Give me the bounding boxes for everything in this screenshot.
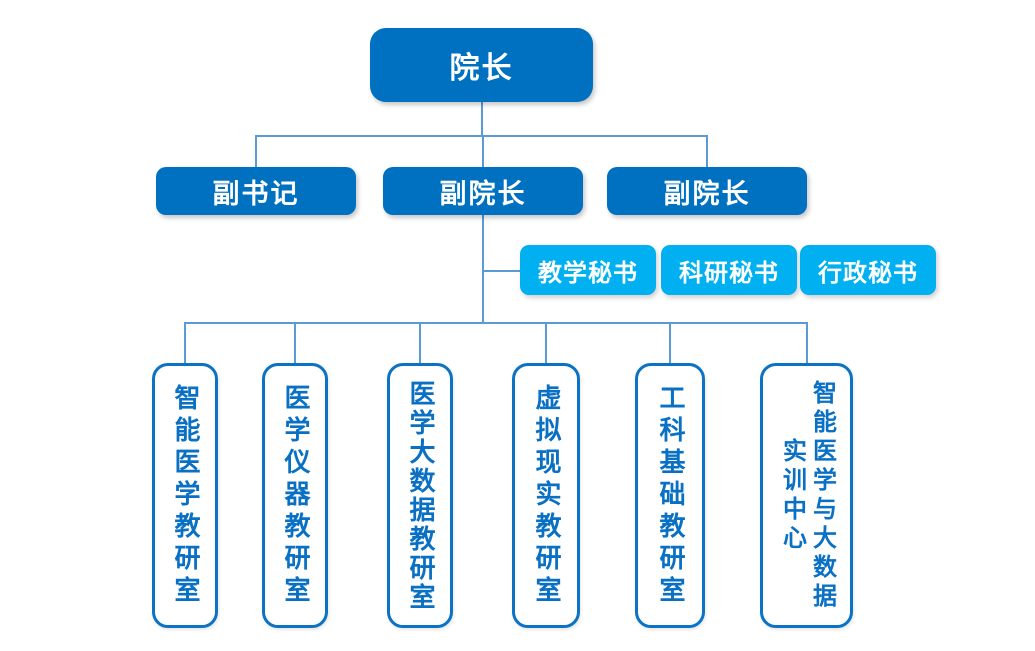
connector-drop-dept-3 <box>419 322 421 363</box>
node-dept-medical-big-data: 医学大数据教研室 <box>387 363 453 628</box>
connector-secretaries-branch <box>483 270 520 272</box>
connector-drop-dept-1 <box>184 322 186 363</box>
connector-level2-horizontal <box>184 322 808 324</box>
node-teaching-secretary-label: 教学秘书 <box>538 259 638 287</box>
node-vice-dean-2-label: 副院长 <box>663 178 751 209</box>
node-dept-medical-instruments: 医学仪器教研室 <box>262 363 328 628</box>
node-dean: 院长 <box>370 28 593 102</box>
node-deputy-secretary-label: 副书记 <box>212 178 300 209</box>
node-dept-engineering-foundation-label: 工科基础教研室 <box>655 383 686 608</box>
connector-root-drop <box>481 102 483 136</box>
connector-drop-dept-5 <box>669 322 671 363</box>
node-admin-secretary: 行政秘书 <box>800 245 936 295</box>
node-dept-medical-big-data-label: 医学大数据教研室 <box>405 379 436 612</box>
connector-drop-deputy-secretary <box>255 135 257 167</box>
node-dept-virtual-reality-label: 虚拟现实教研室 <box>531 383 562 608</box>
node-teaching-secretary: 教学秘书 <box>520 245 656 295</box>
node-dept-engineering-foundation: 工科基础教研室 <box>635 363 705 628</box>
node-dept-intelligent-medicine-label: 智能医学教研室 <box>170 383 201 608</box>
node-deputy-secretary: 副书记 <box>156 167 356 215</box>
connector-level1-horizontal <box>255 135 708 137</box>
node-dept-virtual-reality: 虚拟现实教研室 <box>512 363 580 628</box>
node-research-secretary-label: 科研秘书 <box>679 259 779 287</box>
node-admin-secretary-label: 行政秘书 <box>818 259 918 287</box>
node-dean-label: 院长 <box>449 52 514 85</box>
connector-drop-dept-6 <box>806 322 808 363</box>
connector-drop-dept-4 <box>545 322 547 363</box>
node-research-secretary: 科研秘书 <box>661 245 797 295</box>
node-dept-intelligent-medicine: 智能医学教研室 <box>152 363 218 628</box>
connector-drop-dept-2 <box>294 322 296 363</box>
node-dept-medical-instruments-label: 医学仪器教研室 <box>280 383 311 608</box>
node-vice-dean-2: 副院长 <box>607 167 807 215</box>
node-vice-dean-1: 副院长 <box>383 167 583 215</box>
connector-trunk-vertical <box>482 215 484 324</box>
node-vice-dean-1-label: 副院长 <box>439 178 527 209</box>
connector-drop-vice-dean-2 <box>706 135 708 167</box>
connector-drop-vice-dean-1 <box>482 135 484 167</box>
node-training-center: 智能医学与大数据 实训中心 <box>760 363 853 628</box>
node-training-center-label: 智能医学与大数据 实训中心 <box>778 379 836 612</box>
